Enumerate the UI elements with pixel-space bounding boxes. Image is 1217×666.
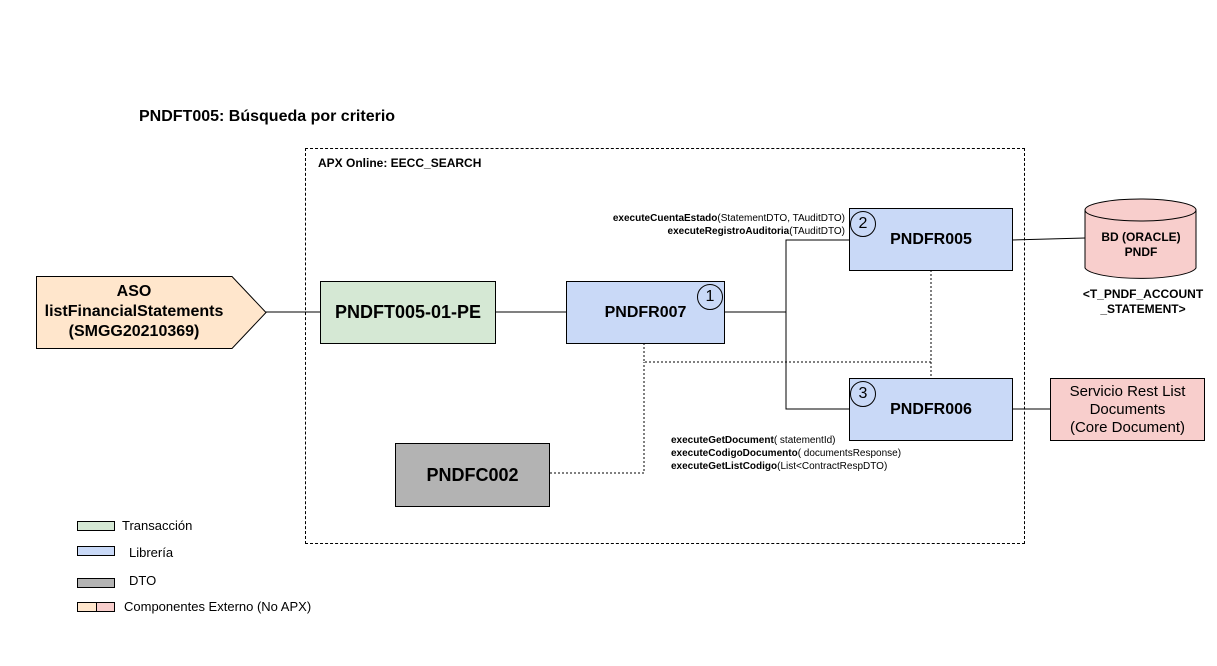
method-name: executeGetDocument	[671, 435, 774, 446]
call-list-pndfr005: executeCuentaEstado(StatementDTO, TAudit…	[613, 212, 845, 238]
database-schema: PNDF	[1124, 245, 1158, 259]
step-3-marker: 3	[850, 381, 876, 407]
table-name-part2: _STATEMENT>	[1100, 302, 1186, 316]
call-line: executeGetDocument( statementId)	[671, 434, 901, 447]
rest-service-line1: Servicio Rest List	[1069, 382, 1186, 400]
database-cylinder	[1084, 198, 1197, 279]
call-line: executeRegistroAuditoria(TAuditDTO)	[613, 225, 845, 238]
method-args: (TAuditDTO)	[789, 226, 845, 237]
legend-swatch-library	[77, 546, 115, 556]
legend-swatch-dto	[77, 578, 115, 588]
legend-label-external: Componentes Externo (No APX)	[124, 599, 312, 614]
dto-pndfc002: PNDFC002	[395, 443, 550, 507]
library-pndfr005: PNDFR005	[849, 208, 1013, 271]
aso-code: (SMGG20210369)	[68, 323, 200, 340]
apx-online-container	[305, 148, 1025, 544]
aso-shape	[36, 276, 267, 349]
database-engine: BD (ORACLE)	[1101, 230, 1181, 244]
method-args: ( documentsResponse)	[797, 448, 902, 459]
method-name: executeCuentaEstado	[612, 213, 718, 224]
call-line: executeGetListCodigo(List<ContractRespDT…	[671, 460, 901, 473]
rest-service-node: Servicio Rest List Documents (Core Docum…	[1050, 378, 1205, 441]
method-args: (StatementDTO, TAuditDTO)	[717, 213, 845, 224]
step-1-marker: 1	[697, 284, 723, 310]
call-list-pndfr006: executeGetDocument( statementId) execute…	[671, 434, 901, 473]
legend-swatch-transaction	[77, 521, 115, 531]
aso-name: ASO	[116, 283, 152, 300]
method-args: ( statementId)	[773, 435, 836, 446]
database-label: BD (ORACLE) PNDF	[1084, 230, 1198, 260]
method-name: executeRegistroAuditoria	[667, 226, 790, 237]
call-line: executeCuentaEstado(StatementDTO, TAudit…	[613, 212, 845, 225]
transaction-node: PNDFT005-01-PE	[320, 281, 496, 344]
call-line: executeCodigoDocumento( documentsRespons…	[671, 447, 901, 460]
database-table-name: <T_PNDF_ACCOUNT _STATEMENT>	[1070, 287, 1216, 317]
rest-service-line3: (Core Document)	[1069, 418, 1186, 436]
method-name: executeGetListCodigo	[671, 461, 778, 472]
aso-operation: listFinancialStatements	[44, 303, 224, 320]
step-2-marker: 2	[850, 211, 876, 237]
method-args: (List<ContractRespDTO)	[777, 461, 888, 472]
diagram-title: PNDFT005: Búsqueda por criterio	[139, 108, 396, 125]
table-name-part1: <T_PNDF_ACCOUNT	[1082, 287, 1204, 301]
legend-swatch-divider	[96, 602, 97, 612]
legend-label-dto: DTO	[129, 573, 157, 588]
legend-label-library: Librería	[129, 545, 174, 560]
apx-container-label: APX Online: EECC_SEARCH	[318, 156, 482, 170]
rest-service-line2: Documents	[1089, 400, 1166, 418]
method-name: executeCodigoDocumento	[671, 448, 798, 459]
library-pndfr006: PNDFR006	[849, 378, 1013, 441]
aso-label: ASO listFinancialStatements (SMGG2021036…	[36, 282, 232, 342]
legend-label-transaction: Transacción	[122, 518, 193, 533]
